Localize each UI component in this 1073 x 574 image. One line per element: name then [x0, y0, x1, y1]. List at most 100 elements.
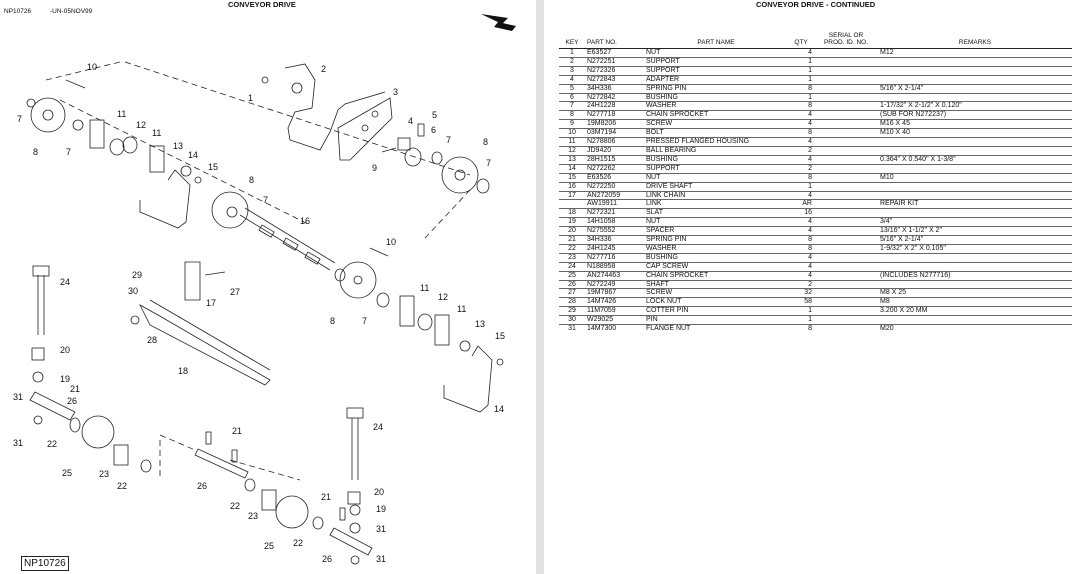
- direction-arrow-icon: [481, 14, 516, 31]
- row-part-name: LOCK NUT: [644, 297, 788, 307]
- callout-1: 1: [248, 93, 253, 103]
- diagram-title: CONVEYOR DRIVE: [228, 0, 296, 9]
- row-part-no: N272842: [585, 92, 644, 102]
- row-qty: 4: [788, 119, 814, 129]
- row-serial: [814, 48, 878, 58]
- row-part-no: AN272059: [585, 190, 644, 200]
- callout-15b: 15: [495, 331, 505, 341]
- row-part-name: WASHER: [644, 243, 788, 254]
- row-qty: 32: [788, 288, 814, 298]
- row-remarks: M12: [878, 48, 1072, 58]
- callout-31d: 31: [376, 554, 386, 564]
- row-part-no: N272326: [585, 65, 644, 76]
- row-key: 11: [559, 137, 585, 147]
- row-key: 12: [559, 145, 585, 156]
- revision-code: -UN-05NOV99: [50, 8, 93, 15]
- row-part-name: FLANGE NUT: [644, 324, 788, 333]
- row-key: 14: [559, 163, 585, 174]
- row-part-no: AN274463: [585, 270, 644, 281]
- row-qty: 1: [788, 56, 814, 67]
- link-chain-and-slat: [130, 261, 271, 386]
- row-remarks: [878, 145, 1072, 156]
- row-remarks: M10 X 40: [878, 128, 1072, 138]
- row-key: 17: [559, 190, 585, 200]
- row-part-no: N272262: [585, 163, 644, 174]
- callout-26c: 26: [322, 554, 332, 564]
- exploded-parts-diagram: 1 2 3 4 5 6 7 8 9 10 11 12 13 14 15 16 1…: [13, 14, 516, 565]
- row-part-name: CHAIN SPROCKET: [644, 110, 788, 120]
- row-remarks: M8: [878, 297, 1072, 307]
- callout-25b: 25: [264, 541, 274, 551]
- row-key: 24: [559, 261, 585, 272]
- row-key: 3: [559, 65, 585, 76]
- callout-24: 24: [60, 277, 70, 287]
- row-part-no: 34H336: [585, 83, 644, 94]
- row-part-no: N272251: [585, 56, 644, 67]
- row-remarks: M8 X 25: [878, 288, 1072, 298]
- callout-21: 21: [232, 426, 242, 436]
- callout-9: 9: [372, 163, 377, 173]
- row-part-name: ADAPTER: [644, 74, 788, 85]
- row-key: [559, 199, 585, 209]
- row-part-name: BUSHING: [644, 92, 788, 102]
- row-part-no: N188958: [585, 261, 644, 272]
- row-part-no: JD9420: [585, 145, 644, 156]
- row-part-name: SUPPORT: [644, 163, 788, 174]
- row-part-name: BALL BEARING: [644, 145, 788, 156]
- callout-10: 10: [87, 62, 97, 72]
- row-part-no: 34H336: [585, 235, 644, 245]
- col-qty: QTY: [794, 39, 808, 46]
- row-key: 4: [559, 74, 585, 85]
- row-qty: 8: [788, 83, 814, 94]
- callout-19b: 19: [376, 504, 386, 514]
- callout-19: 19: [60, 374, 70, 384]
- row-serial: [814, 243, 878, 254]
- callout-20: 20: [60, 345, 70, 355]
- callout-12b: 12: [438, 292, 448, 302]
- callout-16: 16: [300, 216, 310, 226]
- callout-7d: 7: [263, 195, 268, 205]
- row-part-name: SHAFT: [644, 279, 788, 289]
- row-key: 22: [559, 243, 585, 254]
- row-qty: 16: [788, 208, 814, 218]
- callout-31: 31: [13, 392, 23, 402]
- row-qty: 4: [788, 190, 814, 200]
- row-serial: [814, 279, 878, 289]
- row-key: 13: [559, 154, 585, 165]
- row-part-no: AW19911: [585, 199, 644, 209]
- row-serial: [814, 297, 878, 307]
- row-part-name: BOLT: [644, 128, 788, 138]
- callout-6: 6: [431, 125, 436, 135]
- callout-7f: 7: [486, 158, 491, 168]
- row-serial: [814, 324, 878, 333]
- row-qty: 4: [788, 270, 814, 281]
- callout-5: 5: [432, 110, 437, 120]
- row-key: 29: [559, 306, 585, 316]
- callout-28: 28: [147, 335, 157, 345]
- bolt-stack-right: [194, 407, 373, 565]
- callout-11b: 11: [420, 283, 429, 293]
- row-remarks: 3.200 X 20 MM: [878, 306, 1072, 316]
- parts-list-page: CONVEYOR DRIVE - CONTINUED KEY PART NO. …: [544, 0, 1073, 574]
- row-part-no: 14H1058: [585, 217, 644, 227]
- row-qty: 8: [788, 243, 814, 254]
- callout-11d: 11: [152, 128, 161, 138]
- row-serial: [814, 145, 878, 156]
- row-remarks: [878, 163, 1072, 174]
- callout-18: 18: [178, 366, 188, 376]
- callout-22: 22: [47, 439, 57, 449]
- diagram-page: CONVEYOR DRIVE NP10726 -UN-05NOV99: [0, 0, 536, 574]
- row-part-name: CAP SCREW: [644, 261, 788, 272]
- row-remarks: [878, 190, 1072, 200]
- bolt-stack-left: [29, 265, 152, 473]
